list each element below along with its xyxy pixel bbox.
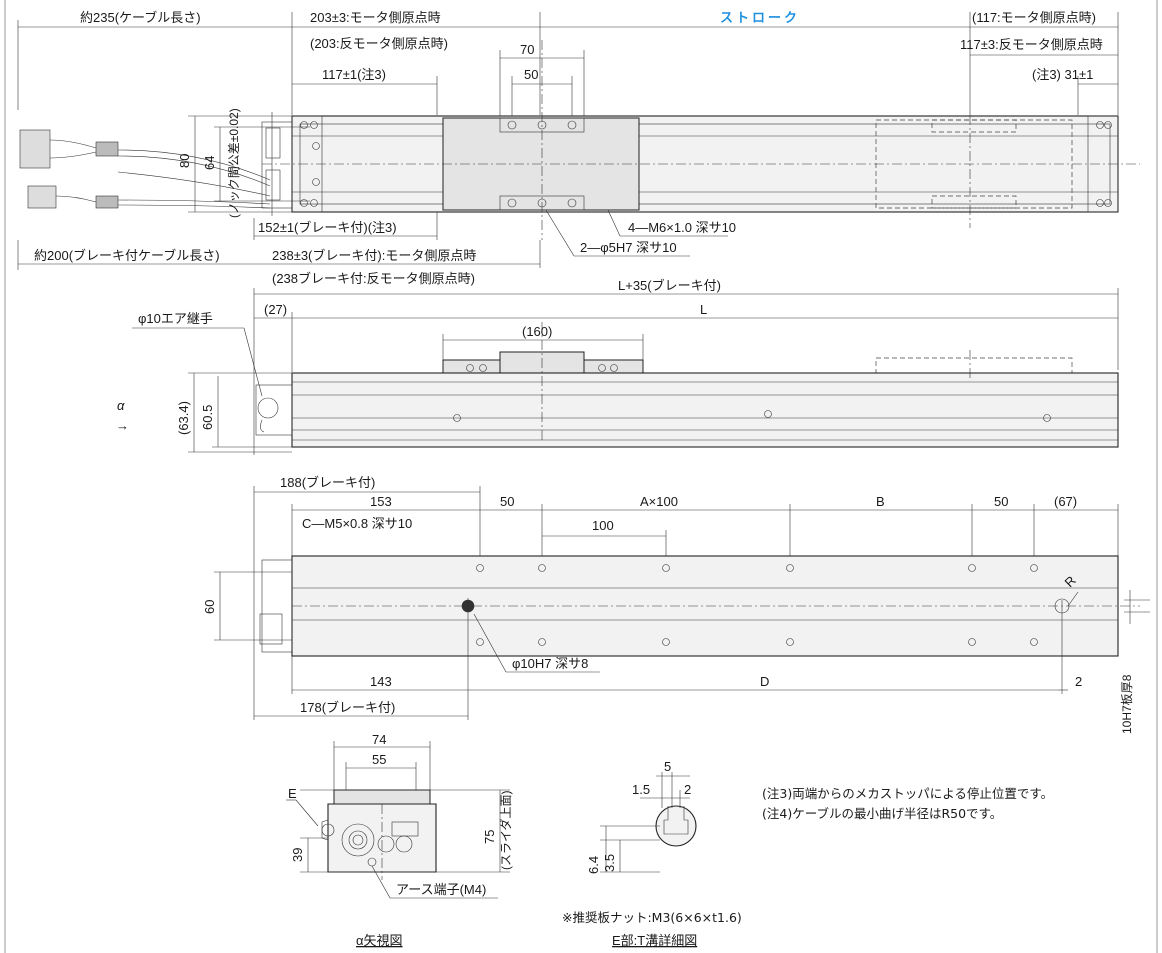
dim-50a-label: 50 bbox=[500, 494, 514, 509]
side-view bbox=[132, 288, 1119, 455]
dim-27-label: (27) bbox=[264, 302, 287, 317]
top-view bbox=[17, 12, 1140, 270]
dim-39-label: 39 bbox=[290, 848, 305, 862]
note-4: (注4)ケーブルの最小曲げ半径はR50です。 bbox=[762, 806, 1002, 821]
plate-thickness-label: 10H7板厚8 bbox=[1120, 674, 1134, 734]
alpha-arrow: → bbox=[116, 418, 129, 433]
dim-5-label: 5 bbox=[664, 759, 671, 774]
dim-160-label: (160) bbox=[522, 324, 552, 339]
dim-50-label: 50 bbox=[524, 67, 538, 82]
l-plus-35-label: L+35(ブレーキ付) bbox=[618, 278, 721, 293]
tap-m5-label: C—M5×0.8 深サ10 bbox=[302, 516, 412, 531]
anti-motor-origin-203-label: (203:反モータ側原点時) bbox=[310, 36, 448, 51]
end-slider bbox=[333, 789, 431, 805]
dim-67-label: (67) bbox=[1054, 494, 1077, 509]
note-3: (注3)両端からのメカストッパによる停止位置です。 bbox=[762, 786, 1053, 801]
dim-6-4-label: 6.4 bbox=[586, 856, 601, 874]
end-view bbox=[286, 741, 510, 899]
dim-143-label: 143 bbox=[370, 674, 392, 689]
dim-55-label: 55 bbox=[372, 752, 386, 767]
knock-tolerance-label: (ノック間公差±0.02) bbox=[227, 108, 241, 218]
detail-e-caption: E部:T溝詳細図 bbox=[612, 933, 697, 948]
brake-motor-origin-238-label: 238±3(ブレーキ付):モータ側原点時 bbox=[272, 248, 476, 263]
dim-74-label: 74 bbox=[372, 732, 386, 747]
motor-origin-203-label: 203±3:モータ側原点時 bbox=[310, 10, 441, 25]
dim-70-label: 70 bbox=[520, 42, 534, 57]
dim-178-brake-label: 178(ブレーキ付) bbox=[300, 700, 395, 715]
dim-a100-label: A×100 bbox=[640, 494, 678, 509]
ground-terminal-label: アース端子(M4) bbox=[396, 882, 486, 897]
dim-80-label: 80 bbox=[177, 154, 192, 168]
dim-2-detail-label: 2 bbox=[684, 782, 691, 797]
dim-31-note3-label: (注3) 31±1 bbox=[1032, 67, 1093, 82]
end-fitting bbox=[341, 823, 375, 857]
brake-cable-length-label: 約200(ブレーキ付ケーブル長さ) bbox=[34, 248, 220, 263]
dim-100-label: 100 bbox=[592, 518, 614, 533]
tap-m6-label: 4—M6×1.0 深サ10 bbox=[628, 220, 736, 235]
pin-hole-5-label: 2—φ5H7 深サ10 bbox=[580, 240, 677, 255]
nut-note: ※推奨板ナット:M3(6×6×t1.6) bbox=[562, 910, 742, 925]
dim-2-label: 2 bbox=[1075, 674, 1082, 689]
anti-motor-origin-117-label: 117±3:反モータ側原点時 bbox=[960, 37, 1103, 52]
pin-hole-10-label: φ10H7 深サ8 bbox=[512, 656, 588, 671]
actuator-body-side bbox=[291, 372, 1119, 448]
dim-64-label: 64 bbox=[202, 156, 217, 170]
end-view-caption: α矢視図 bbox=[356, 933, 403, 948]
alpha-label: α bbox=[117, 398, 125, 413]
dim-50b-label: 50 bbox=[994, 494, 1008, 509]
slider-top-label: (スライダ上面) bbox=[498, 790, 513, 870]
dim-l-label: L bbox=[700, 302, 707, 317]
air-fitting-label: φ10エア継手 bbox=[138, 311, 213, 326]
cable-length-label: 約235(ケーブル長さ) bbox=[80, 10, 201, 25]
dim-117-note3-label: 117±1(注3) bbox=[322, 67, 386, 82]
dim-153-label: 153 bbox=[370, 494, 392, 509]
dim-60-bottom-label: 60 bbox=[202, 600, 217, 614]
detail-e-view bbox=[600, 772, 697, 873]
motor-origin-117-label: (117:モータ側原点時) bbox=[972, 10, 1096, 25]
dim-1-5-label: 1.5 bbox=[632, 782, 650, 797]
dim-75-label: 75 bbox=[482, 830, 497, 844]
dim-d-label: D bbox=[760, 674, 769, 689]
dim-188-brake-label: 188(ブレーキ付) bbox=[280, 475, 375, 490]
dim-3-5-label: 3.5 bbox=[602, 854, 617, 872]
dim-63-4-label: (63.4) bbox=[176, 401, 191, 435]
stroke-label: ストローク bbox=[720, 11, 800, 26]
e-label: E bbox=[288, 786, 297, 801]
cable-bundle bbox=[19, 129, 271, 209]
dim-60-5-label: 60.5 bbox=[200, 405, 215, 430]
dim-152-brake-label: 152±1(ブレーキ付)(注3) bbox=[258, 220, 397, 235]
dim-b-label: B bbox=[876, 494, 885, 509]
brake-anti-motor-origin-238-label: (238ブレーキ付:反モータ側原点時) bbox=[272, 271, 475, 286]
bottom-view bbox=[214, 486, 1150, 720]
